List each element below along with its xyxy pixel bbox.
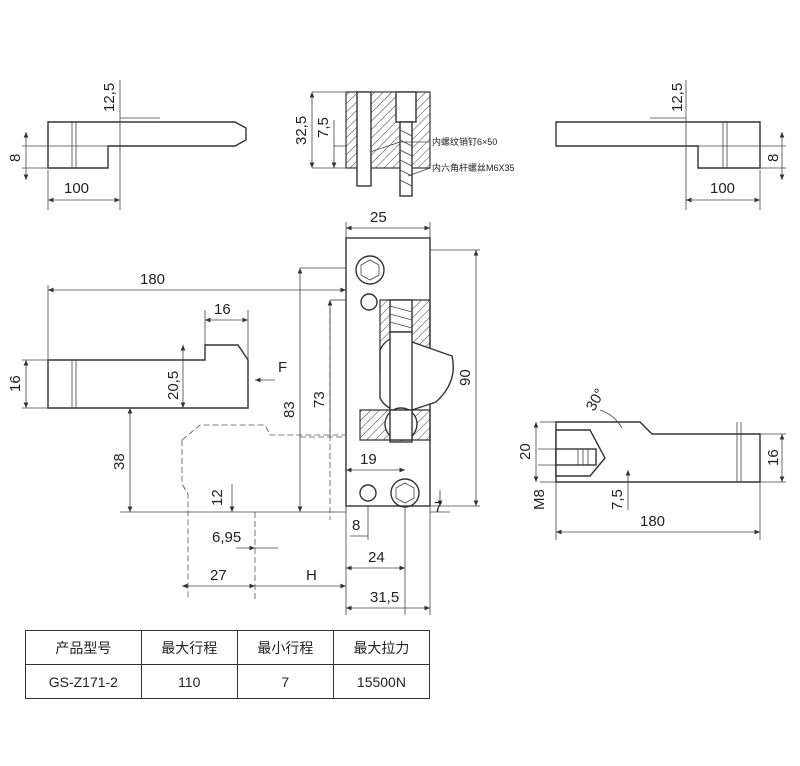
dim-side-M8: M8 xyxy=(531,489,548,510)
dim-16-left: 16 xyxy=(7,375,24,392)
label-force-F: F xyxy=(278,359,287,376)
top-middle-section-view: 32,5 7,5 内螺纹销钉6×50 内六角杆螺丝M6X35 xyxy=(293,91,515,197)
side-view: 30° 20 16 M8 7,5 180 xyxy=(517,386,786,540)
dim-25: 25 xyxy=(370,209,387,226)
header-model: 产品型号 xyxy=(25,630,142,665)
dim-top-right-8: 8 xyxy=(765,154,782,162)
top-left-view: 12,5 8 100 xyxy=(7,80,247,210)
callout-screw: 内六角杆螺丝M6X35 xyxy=(432,162,515,173)
spec-table-header-row: 产品型号 最大行程 最小行程 最大拉力 xyxy=(25,630,431,665)
dim-19: 19 xyxy=(360,451,377,468)
dim-31-5: 31,5 xyxy=(370,589,399,606)
dim-6-95: 6,95 xyxy=(212,529,241,546)
dim-side-180: 180 xyxy=(640,513,665,530)
dim-83: 83 xyxy=(281,401,298,418)
dim-180-main: 180 xyxy=(140,271,165,288)
dim-90: 90 xyxy=(457,369,474,386)
dim-20-5: 20,5 xyxy=(165,371,182,400)
dim-top-middle-32-5: 32,5 xyxy=(293,116,310,145)
dim-top-middle-7-5: 7,5 xyxy=(315,117,332,138)
cell-max-pull: 15500N xyxy=(332,664,431,699)
dim-16-top: 16 xyxy=(214,301,231,318)
cell-max-stroke: 110 xyxy=(140,664,238,699)
cell-min-stroke: 7 xyxy=(236,664,334,699)
dim-24: 24 xyxy=(368,549,385,566)
dim-top-right-100: 100 xyxy=(710,180,735,197)
dim-side-20: 20 xyxy=(517,443,534,460)
dim-73: 73 xyxy=(311,391,328,408)
dim-38: 38 xyxy=(111,453,128,470)
dim-12: 12 xyxy=(209,489,226,506)
dim-top-right-12-5: 12,5 xyxy=(669,83,686,112)
dim-7: 7 xyxy=(434,499,442,516)
dim-27: 27 xyxy=(210,567,227,584)
technical-drawing: 12,5 8 100 32,5 7,5 内螺纹销钉6×50 内六角杆螺丝M6X3… xyxy=(7,80,786,615)
header-min-stroke: 最小行程 xyxy=(236,630,334,665)
callout-pin: 内螺纹销钉6×50 xyxy=(432,136,497,147)
spec-table-row: GS-Z171-2 110 7 15500N xyxy=(25,664,431,699)
top-right-view: 12,5 8 100 xyxy=(555,80,786,210)
dim-top-left-12-5: 12,5 xyxy=(101,83,118,112)
dim-30-deg: 30° xyxy=(583,386,609,414)
dim-top-left-100: 100 xyxy=(64,180,89,197)
dim-8: 8 xyxy=(352,517,360,534)
main-front-view: 25 180 16 16 20,5 F 83 73 90 38 19 12 7 … xyxy=(7,209,480,615)
header-max-stroke: 最大行程 xyxy=(140,630,238,665)
spec-table: 产品型号 最大行程 最小行程 最大拉力 GS-Z171-2 110 7 1550… xyxy=(25,630,431,699)
label-stroke-H: H xyxy=(306,567,317,584)
dim-top-left-8: 8 xyxy=(7,154,24,162)
dim-side-7-5: 7,5 xyxy=(609,489,626,510)
header-max-pull: 最大拉力 xyxy=(332,630,431,665)
cell-model: GS-Z171-2 xyxy=(25,664,142,699)
dim-side-16: 16 xyxy=(765,449,782,466)
